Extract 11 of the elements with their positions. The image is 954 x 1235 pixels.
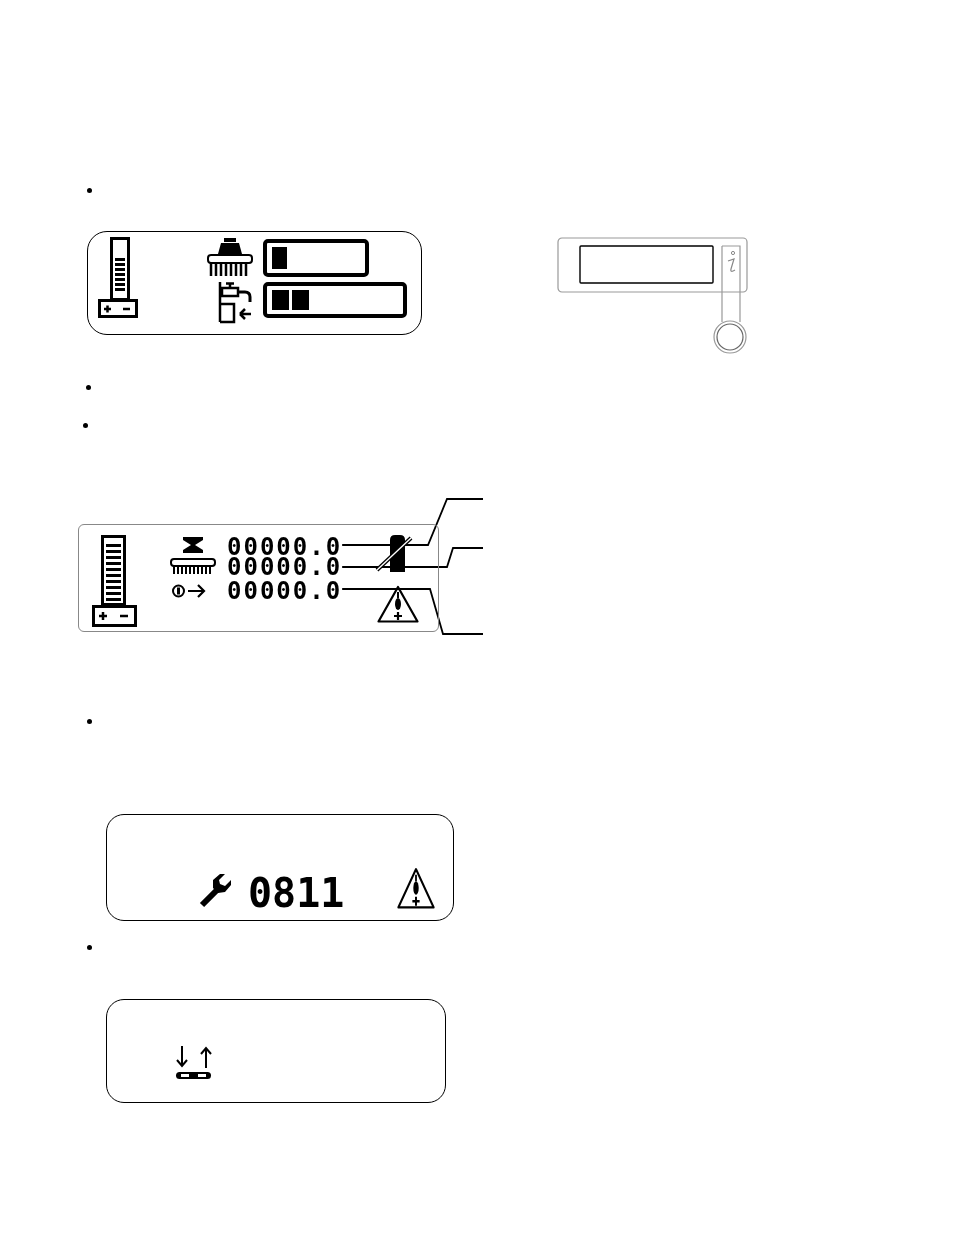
code-readout: 0811: [248, 877, 345, 909]
leader-line: [341, 498, 484, 546]
digit-readout: 00000.0: [227, 582, 343, 601]
lcd-display: [78, 524, 439, 632]
leader-line: [341, 547, 484, 568]
lcd-display: [106, 999, 446, 1103]
leader-line: [341, 588, 484, 635]
lcd-display: [106, 814, 454, 921]
lcd-display: [87, 231, 422, 335]
digit-readout: 00000.0: [227, 538, 343, 557]
digit-readout: 00000.0: [227, 558, 343, 577]
